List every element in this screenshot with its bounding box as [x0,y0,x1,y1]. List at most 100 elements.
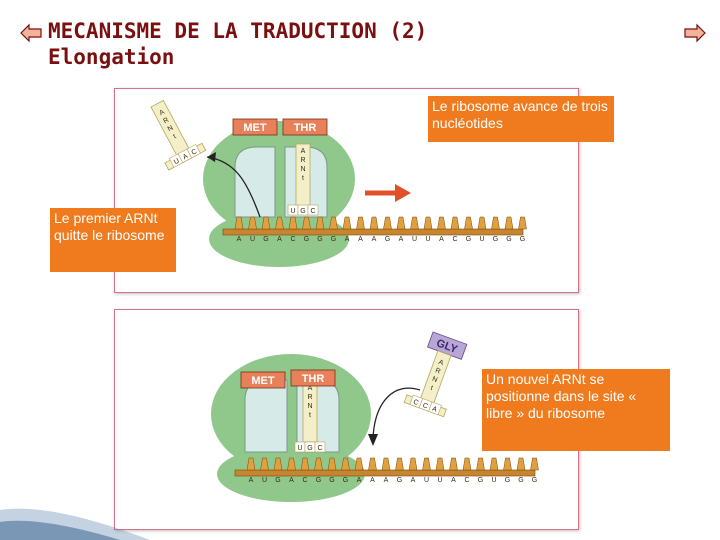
mrna-base-shape [519,217,527,229]
mrna-base: C [464,477,469,484]
mrna-base: U [437,477,442,484]
trna-incoming: GLY ARNt CCA [404,331,469,417]
mrna-base-shape [424,217,432,229]
anticodon-base: C [310,208,315,215]
mrna-base: C [452,236,457,243]
trna-leaving: ARNt UAC [139,94,206,170]
mrna-base: A [237,236,242,243]
arrow-right-icon[interactable] [684,22,706,44]
mrna-base: A [357,477,362,484]
mrna-base-shape [397,217,405,229]
anticodon-base: G [300,208,305,215]
mrna-base: G [275,477,280,484]
slide-title: MECANISME DE LA TRADUCTION (2) Elongatio… [48,18,427,70]
mrna-base-shape [369,458,377,470]
callout-advance: Le ribosome avance de trois nucléotides [428,96,614,142]
arrow-left-icon[interactable] [20,22,42,44]
mrna-base-shape [411,217,419,229]
callout-new-trna: Un nouvel ARNt se positionne dans le sit… [482,369,670,451]
mrna-base: A [439,236,444,243]
mrna-base-shape [477,458,485,470]
mrna-base-shape [382,458,390,470]
mrna-base-shape [343,217,351,229]
anticodon-base: G [307,445,312,452]
trna-letter: N [300,166,305,173]
mrna-base: G [532,477,537,484]
trna-letter: R [307,394,312,401]
mrna-base-shape [438,217,446,229]
title-line-1: MECANISME DE LA TRADUCTION (2) [48,18,427,44]
trna-letter: t [302,175,304,182]
mrna-base: C [302,477,307,484]
mrna-base: U [491,477,496,484]
mrna-base: U [425,236,430,243]
mrna-base: U [424,477,429,484]
mrna-base: A [384,477,389,484]
mrna-base: G [397,477,402,484]
mrna-base: G [263,236,268,243]
mrna-base: C [290,236,295,243]
mrna-base: A [372,236,377,243]
mrna-base-shape [505,217,513,229]
mrna-base: G [493,236,498,243]
mrna-base-shape [465,217,473,229]
mrna-base-shape [423,458,431,470]
mrna-base: G [520,236,525,243]
mrna-base: A [411,477,416,484]
mrna-base: A [277,236,282,243]
anticodon-base: U [297,445,302,452]
mrna-base-shape [463,458,471,470]
mrna-base-shape [396,458,404,470]
mrna-base: G [466,236,471,243]
title-line-2: Elongation [48,44,427,70]
mrna-base: G [385,236,390,243]
mrna-base: G [316,477,321,484]
mrna-base: U [250,236,255,243]
amino-acid-met: MET [243,122,267,134]
anticodon-base: U [290,208,295,215]
mrna-base: G [505,477,510,484]
mrna-base-shape [478,217,486,229]
mrna-base: G [331,236,336,243]
mrna-base: U [412,236,417,243]
mrna-base: A [370,477,375,484]
mrna-base: U [479,236,484,243]
mrna-base: G [506,236,511,243]
mrna-base-shape [436,458,444,470]
amino-acid-thr: THR [294,122,317,134]
mrna-base: A [451,477,456,484]
mrna-base-shape [409,458,417,470]
ribosome-site-p [245,380,287,452]
mrna-base-shape [490,458,498,470]
anticodon-base: C [317,445,322,452]
corner-decoration [0,450,150,540]
mrna-strand [223,229,523,235]
advance-arrow-head [395,184,411,202]
mrna-base-shape [384,217,392,229]
trna-letter: t [309,412,311,419]
trna-letter: A [301,148,306,155]
amino-acid-met: MET [251,375,275,387]
amino-acid-thr: THR [302,373,325,385]
mrna-base: G [478,477,483,484]
mrna-base: A [345,236,350,243]
mrna-strand [235,470,535,476]
mrna-base-shape [492,217,500,229]
mrna-base: G [317,236,322,243]
mrna-base-shape [355,458,363,470]
mrna-base: G [343,477,348,484]
mrna-base: A [358,236,363,243]
mrna-base-shape [504,458,512,470]
mrna-base-shape [451,217,459,229]
mrna-base: G [329,477,334,484]
mrna-base-shape [450,458,458,470]
mrna-base: A [249,477,254,484]
trna-letter: R [300,157,305,164]
mrna-base-shape [517,458,525,470]
trna-letter: N [307,403,312,410]
mrna-base: A [289,477,294,484]
mrna-base: G [304,236,309,243]
mrna-base: A [399,236,404,243]
mrna-base: G [518,477,523,484]
